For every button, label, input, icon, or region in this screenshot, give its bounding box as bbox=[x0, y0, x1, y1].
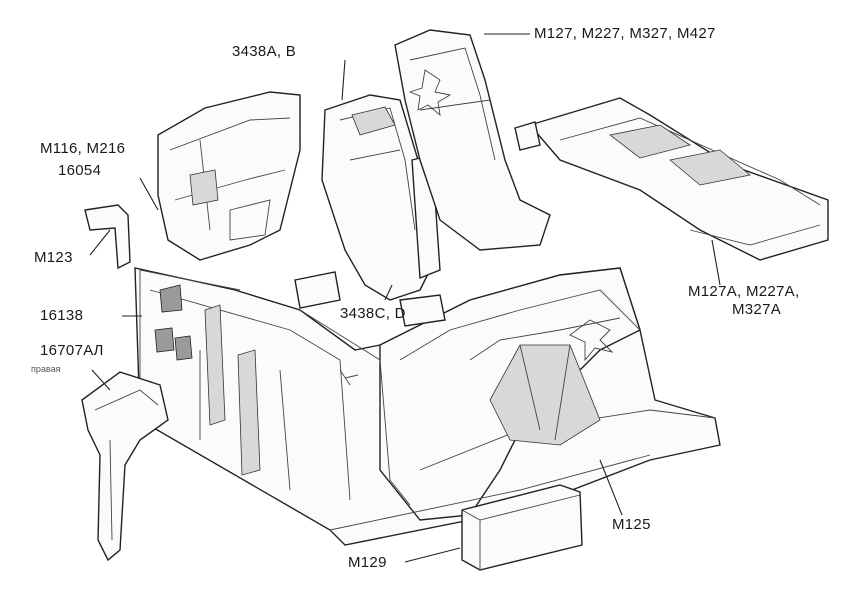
left-inner-quarter bbox=[157, 91, 301, 261]
callout-3438ab: 3438A, B bbox=[232, 43, 297, 60]
callout-m127-m427: M127, M227, M327, M427 bbox=[534, 25, 716, 42]
rear-shelf-panel bbox=[514, 97, 829, 261]
callout-3438cd: 3438C, D bbox=[340, 305, 406, 322]
bracket-m123 bbox=[84, 204, 131, 270]
callout-m125: M125 bbox=[612, 516, 651, 533]
leader-lines bbox=[89, 33, 721, 563]
callout-16707al: 16707AЛ bbox=[40, 342, 104, 359]
callout-16138: 16138 bbox=[40, 307, 84, 324]
callout-m123: M123 bbox=[34, 249, 73, 266]
front-pillar-piece bbox=[81, 371, 169, 562]
center-pillar-panel bbox=[321, 94, 441, 301]
callout-m129: M129 bbox=[348, 554, 387, 571]
callout-16054: 16054 bbox=[58, 162, 102, 179]
callout-m116-m216: M116, M216 bbox=[40, 140, 126, 157]
callout-m127a-line1: M127A, M227A, bbox=[688, 283, 800, 300]
callout-m127a-line2: M327A bbox=[732, 301, 782, 318]
step-piece-m129 bbox=[461, 484, 583, 571]
floor-pan-assembly bbox=[134, 267, 721, 546]
callout-16707al-note: правая bbox=[31, 364, 61, 374]
rear-upper-panel bbox=[394, 29, 551, 251]
